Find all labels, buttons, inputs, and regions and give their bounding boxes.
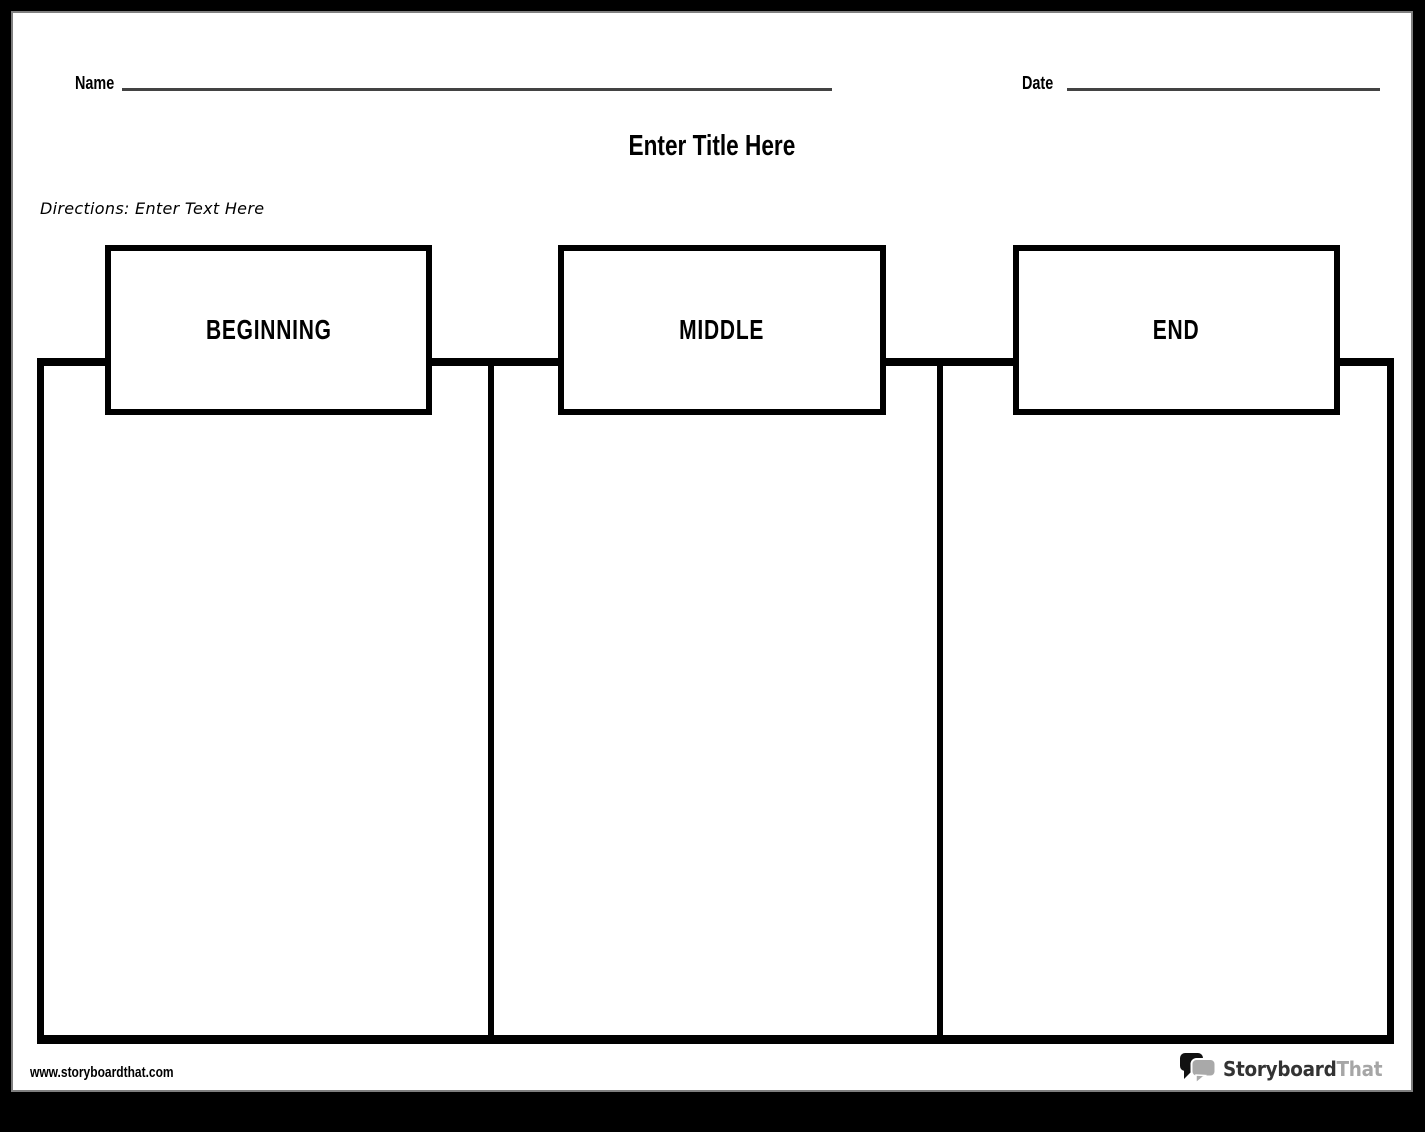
- website-url: www.storyboardthat.com: [30, 1064, 174, 1081]
- brand-name: StoryboardThat: [1222, 1057, 1383, 1081]
- speech-bubbles-icon: [1179, 1053, 1217, 1085]
- cell-end[interactable]: [937, 366, 1388, 1035]
- cell-middle[interactable]: [487, 366, 938, 1035]
- title-row: Enter Title Here: [13, 130, 1411, 163]
- section-header-beginning: BEGINNING: [105, 245, 432, 415]
- date-label: Date: [1022, 73, 1054, 93]
- brand-name-primary: Storyboard: [1222, 1057, 1337, 1081]
- section-header-middle-label: MIDDLE: [679, 314, 765, 345]
- date-line[interactable]: [1067, 88, 1380, 91]
- worksheet-page: Name Date Enter Title Here Directions: E…: [11, 11, 1413, 1092]
- brand-name-secondary: That: [1336, 1057, 1383, 1081]
- section-header-beginning-label: BEGINNING: [205, 314, 332, 345]
- cell-beginning[interactable]: [44, 366, 488, 1035]
- name-label: Name: [75, 73, 115, 93]
- section-header-middle: MIDDLE: [558, 245, 886, 415]
- section-header-end: END: [1013, 245, 1340, 415]
- name-line[interactable]: [122, 88, 832, 91]
- directions-text[interactable]: Directions: Enter Text Here: [40, 199, 265, 218]
- organizer-table: [37, 358, 1394, 1044]
- brand-logo: StoryboardThat: [1179, 1049, 1396, 1089]
- worksheet-title[interactable]: Enter Title Here: [628, 130, 796, 162]
- section-header-end-label: END: [1153, 314, 1200, 345]
